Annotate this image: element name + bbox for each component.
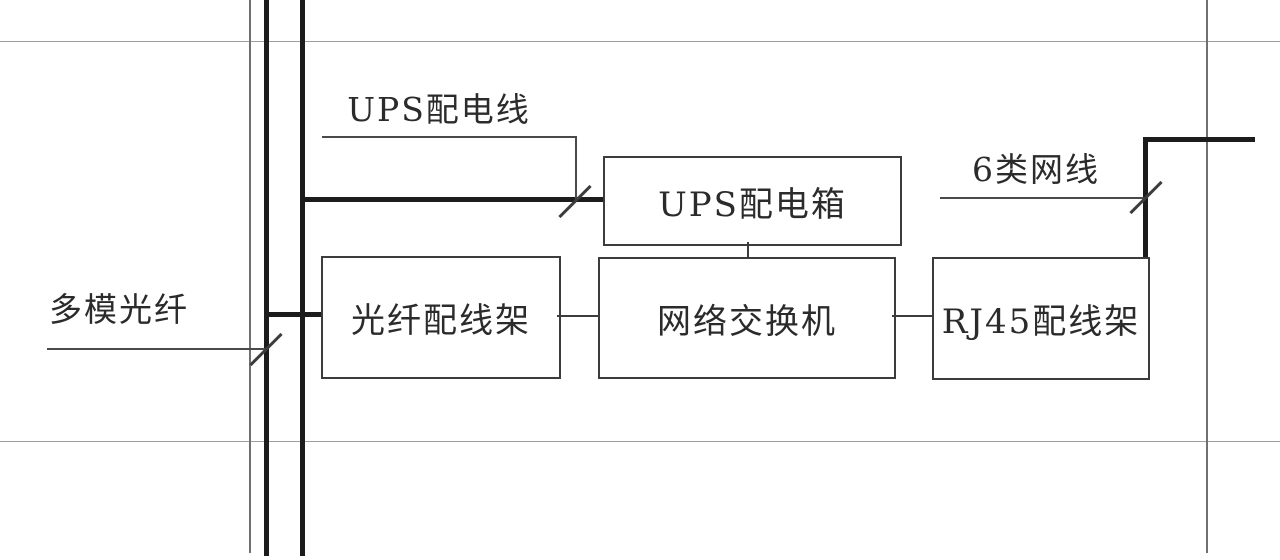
cat6-cable-horizontal (1143, 137, 1255, 142)
leader-cat6-cable (940, 197, 1146, 199)
box-ups-distribution-label: UPS配电箱 (658, 184, 847, 225)
box-network-switch: 网络交换机 (598, 257, 896, 379)
riser-cable-fiber (264, 0, 269, 556)
leader-ups-line-vertical (575, 136, 577, 200)
ups-power-cable (302, 197, 603, 202)
box-fiber-patch-panel: 光纤配线架 (321, 256, 561, 379)
label-cat6-cable: 6类网线 (972, 150, 1100, 189)
box-rj45-patch-panel-label: RJ45配线架 (941, 302, 1141, 342)
leader-ups-line-horizontal (322, 136, 577, 138)
grid-vline-right (1206, 0, 1208, 553)
connector-upsbox-switch (747, 242, 749, 257)
box-fiber-patch-panel-label: 光纤配线架 (351, 301, 531, 341)
box-ups-distribution: UPS配电箱 (603, 156, 902, 246)
connector-fiberpanel-switch (557, 315, 598, 317)
box-rj45-patch-panel: RJ45配线架 (932, 257, 1150, 380)
label-multimode-fiber: 多模光纤 (49, 290, 189, 329)
grid-hline-top (0, 41, 1280, 42)
box-network-switch-label: 网络交换机 (657, 301, 837, 342)
grid-vline-left (249, 0, 251, 553)
leader-multimode-fiber (47, 348, 267, 350)
grid-hline-bottom (0, 441, 1280, 442)
riser-cable-power (300, 0, 305, 556)
fiber-stub-cable (264, 312, 321, 317)
label-ups-line: UPS配电线 (347, 90, 531, 129)
connector-switch-rj45panel (892, 315, 932, 317)
